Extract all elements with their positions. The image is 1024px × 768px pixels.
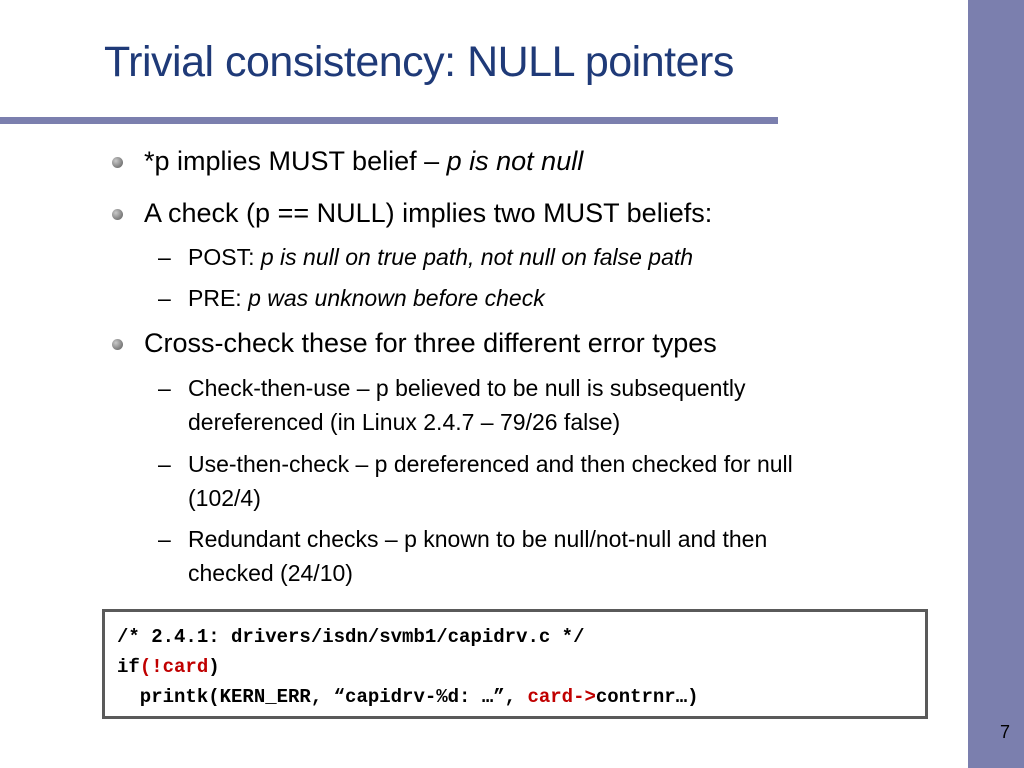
title-underline [0,117,778,124]
dash-marker: – [158,526,171,552]
sub-bullet-line: (102/4) [188,485,261,511]
sub-bullet-redundant-checks: Redundant checks – p known to be null/no… [188,522,948,590]
bullet-item-3: Cross-check these for three different er… [144,328,717,358]
sub-bullet-post-emphasis: p is null on true path, not null on fals… [260,244,694,270]
dash-marker: – [158,244,171,270]
bullet-item-1: *p implies MUST belief – p is not null [144,146,583,177]
dash-marker: – [158,451,171,477]
bullet-1-text: *p implies MUST belief – [144,146,447,176]
right-accent-band [968,0,1024,768]
sub-bullet-check-then-use: Check-then-use – p believed to be null i… [188,371,948,439]
sub-bullet-line: Check-then-use – p believed to be null i… [188,375,746,401]
code-token: if [117,656,140,678]
dash-marker: – [158,375,171,401]
bullet-icon [112,339,123,350]
code-token: printk(KERN_ERR, “capidrv-%d: …”, [117,686,528,708]
bullet-item-2: A check (p == NULL) implies two MUST bel… [144,198,713,228]
code-snippet-box: /* 2.4.1: drivers/isdn/svmb1/capidrv.c *… [102,609,928,719]
sub-bullet-pre-label: PRE: [188,285,249,311]
code-token-highlight: card-> [527,686,596,708]
sub-bullet-pre: PRE: p was unknown before check [188,281,948,315]
sub-bullet-line: dereferenced (in Linux 2.4.7 – 79/26 fal… [188,409,621,435]
bullet-icon [112,209,123,220]
sub-bullet-line: Redundant checks – p known to be null/no… [188,526,768,552]
bullet-1-emphasis: p is not null [446,146,584,176]
sub-bullet-line: Use-then-check – p dereferenced and then… [188,451,793,477]
sub-bullet-pre-emphasis: p was unknown before check [248,285,545,311]
slide-title: Trivial consistency: NULL pointers [104,38,734,86]
dash-marker: – [158,285,171,311]
page-number: 7 [1000,722,1011,742]
bullet-icon [112,157,123,168]
code-token: ) [208,656,220,678]
sub-bullet-line: checked (24/10) [188,560,353,586]
code-line-printk: printk(KERN_ERR, “capidrv-%d: …”, card->… [117,686,699,708]
sub-bullet-use-then-check: Use-then-check – p dereferenced and then… [188,447,948,515]
sub-bullet-post-label: POST: [188,244,261,270]
code-line-comment: /* 2.4.1: drivers/isdn/svmb1/capidrv.c *… [117,626,585,648]
code-token: contrnr…) [595,686,699,708]
code-line-if: if(!card) [117,656,220,678]
sub-bullet-post: POST: p is null on true path, not null o… [188,240,948,274]
code-token-highlight: (!card [139,656,209,678]
